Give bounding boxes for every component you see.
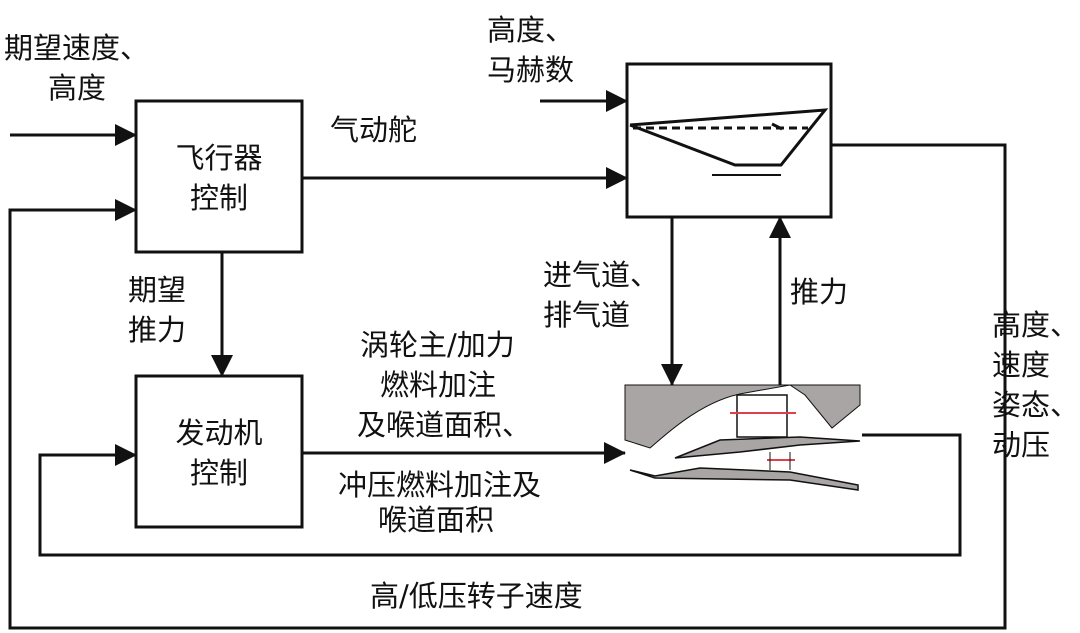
state-label-2: 速度	[992, 348, 1050, 382]
state-label-4: 动压	[992, 428, 1050, 462]
rotor-speed-feedback-line	[38, 433, 962, 557]
state-label-1: 高度、	[992, 308, 1079, 342]
thrust-label: 推力	[790, 275, 848, 309]
aircraft-block	[625, 62, 833, 219]
turbine-fuel-label-1: 涡轮主/加力	[360, 328, 515, 362]
turbine-fuel-label-3: 及喉道面积、	[357, 408, 531, 442]
turbine-fuel-label-2: 燃料加注	[380, 368, 496, 402]
ramjet-fuel-label-2: 喉道面积	[378, 503, 494, 537]
altitude-mach-label-1: 高度、	[487, 13, 574, 47]
state-feedback-line	[8, 143, 1007, 630]
desired-speed-label-2: 高度	[48, 71, 106, 105]
rotor-speed-label: 高/低压转子速度	[370, 579, 583, 613]
desired-thrust-label-2: 推力	[128, 313, 186, 347]
desired-speed-label-1: 期望速度、	[4, 31, 149, 65]
aircraft-control-label-2: 控制	[190, 181, 248, 215]
control-surface-label: 气动舵	[330, 113, 417, 147]
aircraft-control-block	[134, 99, 304, 254]
ramjet-fuel-label-1: 冲压燃料加注及	[338, 468, 541, 502]
state-label-3: 姿态、	[992, 388, 1079, 422]
aircraft-control-label-1: 飞行器	[175, 141, 262, 175]
engine-control-label-2: 控制	[190, 456, 248, 490]
engine-control-block	[134, 374, 304, 529]
inlet-exhaust-label-2: 排气道	[543, 298, 630, 332]
engine-icon	[624, 384, 861, 491]
desired-thrust-label-1: 期望	[128, 273, 186, 307]
altitude-mach-label-2: 马赫数	[487, 53, 574, 87]
engine-control-label-1: 发动机	[175, 416, 262, 450]
inlet-exhaust-label-1: 进气道、	[543, 258, 659, 292]
